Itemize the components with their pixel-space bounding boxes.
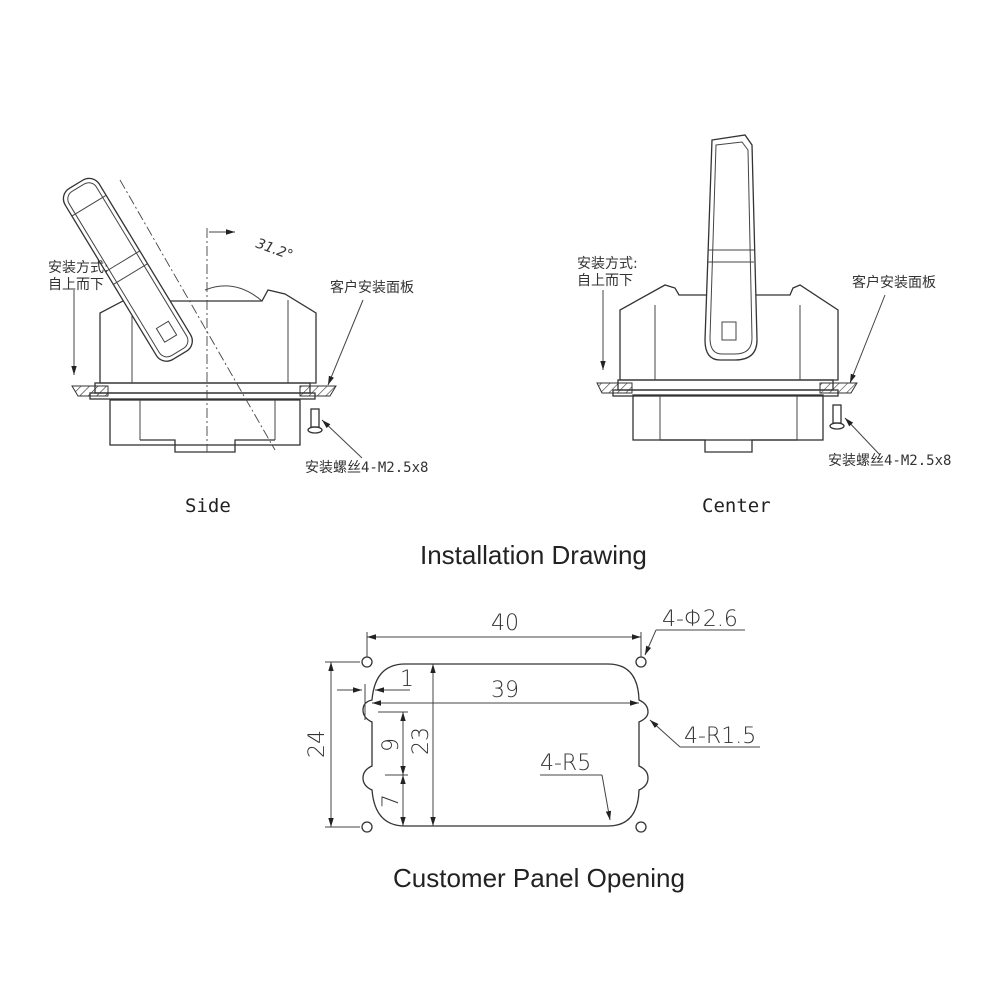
- dim-seg-7: 7: [379, 794, 404, 808]
- dim-seg-9: 9: [379, 738, 404, 752]
- center-lever-handle: [704, 134, 758, 361]
- side-view-label: Side: [185, 495, 231, 517]
- panel-callout-label: 客户安装面板: [852, 274, 936, 291]
- panel-leader-line: [849, 294, 886, 384]
- side-panel-flange: [71, 382, 337, 400]
- install-method-line2: 自上而下: [48, 277, 104, 293]
- center-panel-flange: [596, 379, 858, 397]
- panel-opening-title: Customer Panel Opening: [393, 863, 685, 893]
- dim-corner-radius: 4-R5: [540, 751, 591, 776]
- holes-leader: [644, 629, 657, 656]
- screw-callout-label: 安装螺丝4-M2.5x8: [305, 460, 428, 476]
- panel-opening-drawing: 40 4-Φ2.6 39 1 4-R1.5 4-R5 24 23 9: [305, 607, 760, 833]
- center-view: 安装方式: 自上而下 客户安装面板 安装螺丝4-M2.5x8 Center: [577, 134, 951, 517]
- side-view: 31.2° 安装方式: 自上而下 客户安装面板 安装螺丝4-M2.5x8 Sid…: [48, 177, 428, 517]
- screw-leader-line: [844, 417, 881, 456]
- side-lower-housing: [109, 399, 301, 453]
- dim-notch-radius: 4-R1.5: [684, 724, 756, 749]
- screw-icon: [307, 408, 323, 434]
- notch-leader: [649, 719, 681, 748]
- install-method-line1: 安装方式:: [577, 256, 638, 272]
- screw-leader-line: [321, 419, 363, 459]
- center-view-label: Center: [702, 495, 771, 517]
- mounting-hole: [361, 821, 373, 833]
- dim-width-holes: 40: [491, 611, 519, 636]
- side-lever-handle: [62, 177, 193, 362]
- dim-height-opening: 23: [409, 727, 434, 755]
- panel-callout-label: 客户安装面板: [330, 279, 414, 296]
- install-method-line1: 安装方式:: [48, 260, 109, 276]
- panel-leader-line: [327, 299, 364, 386]
- screw-icon: [829, 404, 845, 430]
- side-angled-axis: [119, 179, 276, 451]
- dim-holes: 4-Φ2.6: [662, 607, 738, 632]
- dim-width-opening: 39: [491, 678, 519, 703]
- mounting-hole: [635, 656, 647, 668]
- screw-callout-label: 安装螺丝4-M2.5x8: [828, 453, 951, 469]
- angle-label: 31.2°: [254, 236, 295, 264]
- panel-cutout-outline: [362, 663, 649, 827]
- dim-height-holes: 24: [305, 730, 330, 758]
- mounting-hole: [635, 821, 647, 833]
- center-upper-housing: [619, 284, 839, 381]
- dim-offset: 1: [400, 667, 414, 692]
- corner-leader: [601, 774, 612, 821]
- mounting-hole: [361, 656, 373, 668]
- install-method-line2: 自上而下: [577, 273, 633, 289]
- center-lower-housing: [632, 394, 824, 453]
- installation-drawing-title: Installation Drawing: [420, 540, 647, 570]
